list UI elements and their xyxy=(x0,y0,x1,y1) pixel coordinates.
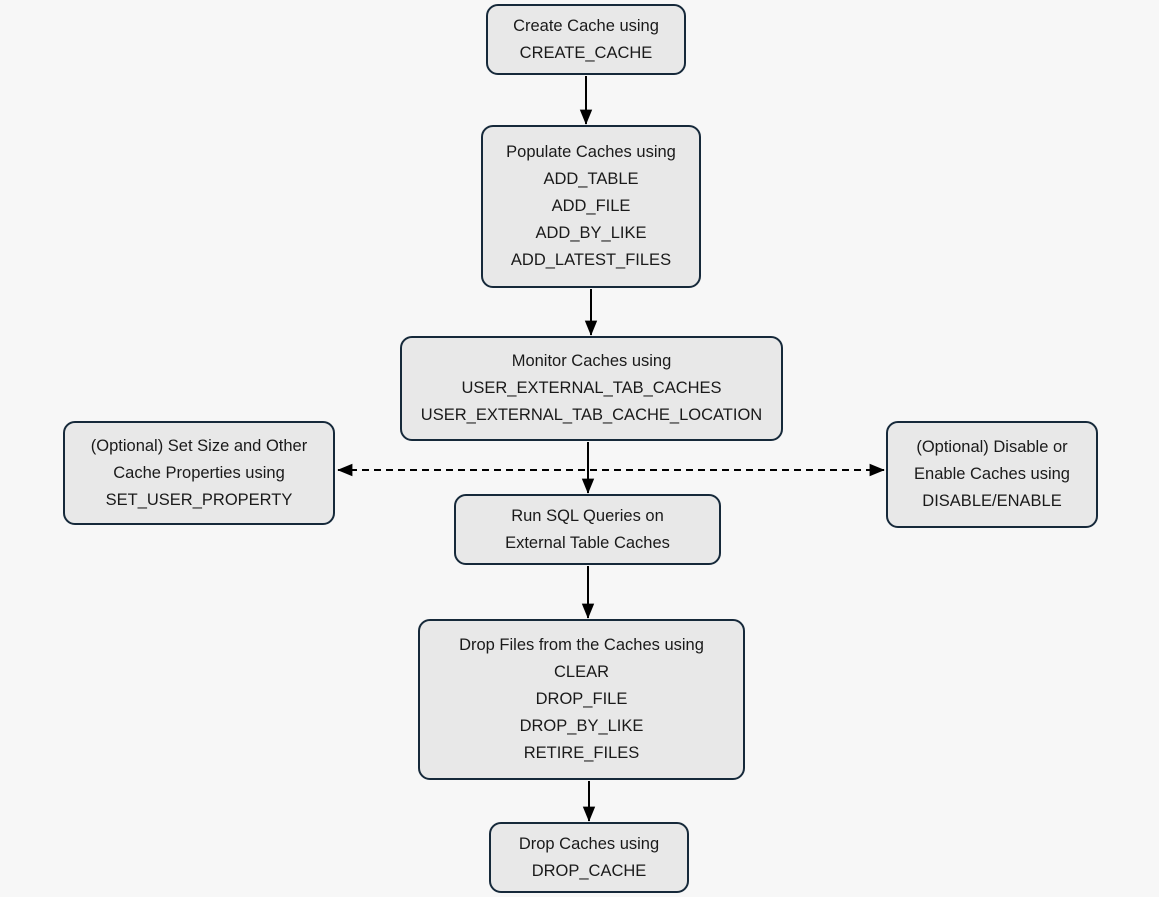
node-text-line: ADD_FILE xyxy=(551,197,631,215)
node-text-line: Enable Caches using xyxy=(914,465,1070,483)
node-text-line: DROP_BY_LIKE xyxy=(519,717,644,735)
node-text-line: DISABLE/ENABLE xyxy=(922,492,1062,510)
node-text-line: Create Cache using xyxy=(513,16,659,35)
node-text-line: DROP_FILE xyxy=(535,690,628,708)
node-text-line: Populate Caches using xyxy=(506,143,676,161)
node-text-line: (Optional) Set Size and Other xyxy=(90,436,308,455)
node-text-line: External Table Caches xyxy=(505,533,670,552)
node-disable-enable-caches[interactable]: (Optional) Disable or Enable Caches using… xyxy=(886,421,1098,528)
node-text-line: USER_EXTERNAL_TAB_CACHES xyxy=(461,379,722,397)
node-text-line: Run SQL Queries on xyxy=(511,506,664,525)
node-text-line: ADD_TABLE xyxy=(543,170,639,188)
node-text-line: SET_USER_PROPERTY xyxy=(105,490,293,509)
node-text-line: Cache Properties using xyxy=(113,463,285,482)
node-text-line: USER_EXTERNAL_TAB_CACHE_LOCATION xyxy=(420,406,763,424)
node-text-line: Drop Files from the Caches using xyxy=(459,636,704,654)
node-text-line: ADD_BY_LIKE xyxy=(535,224,647,242)
node-text-line: ADD_LATEST_FILES xyxy=(510,251,672,269)
node-text-line: CREATE_CACHE xyxy=(519,43,653,62)
node-text-line: DROP_CACHE xyxy=(531,861,647,880)
node-text-line: Monitor Caches using xyxy=(511,352,672,370)
node-run-sql-queries[interactable]: Run SQL Queries on External Table Caches xyxy=(454,494,721,565)
node-text-line: RETIRE_FILES xyxy=(523,744,640,762)
node-text-line: CLEAR xyxy=(553,663,610,681)
node-text-line: Drop Caches using xyxy=(518,834,660,853)
node-text-line: (Optional) Disable or xyxy=(916,438,1068,456)
